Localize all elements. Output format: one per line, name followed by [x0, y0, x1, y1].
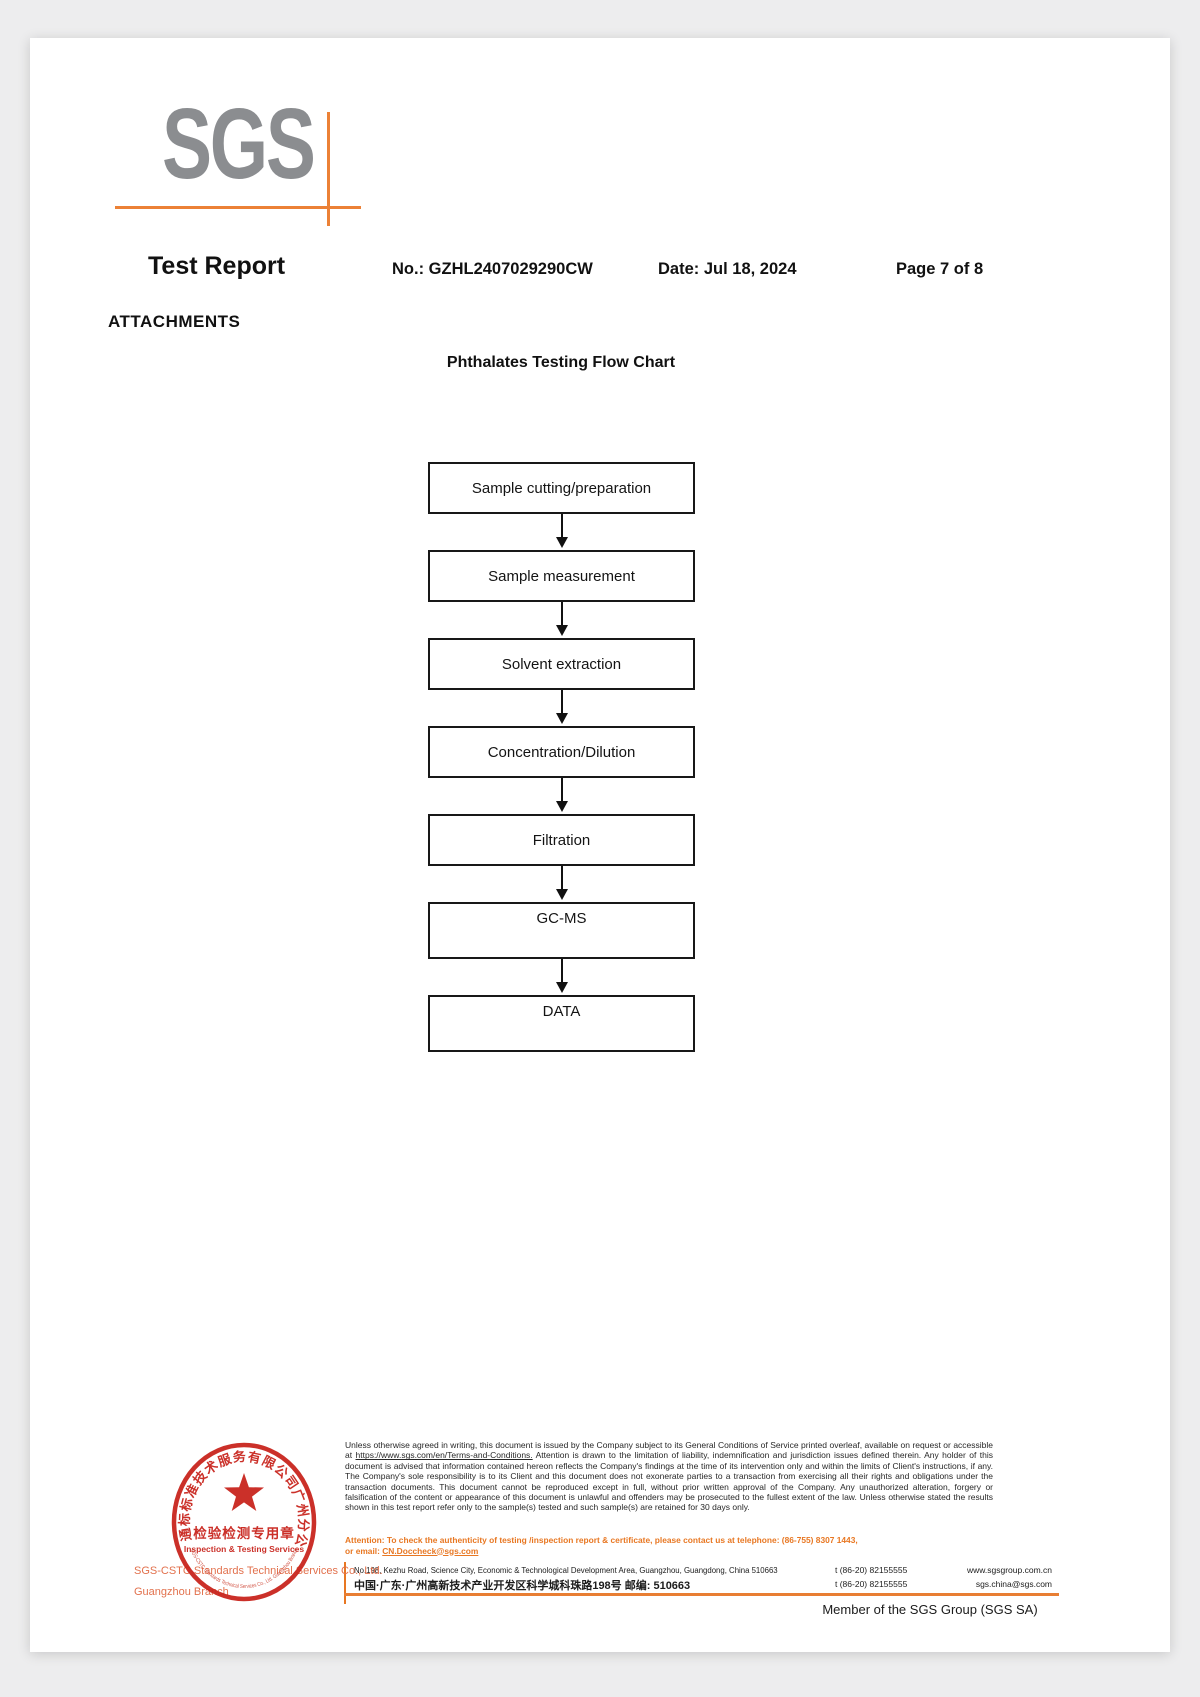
flow-step-label: Concentration/Dilution	[487, 743, 636, 761]
flow-step-box: GC-MS	[428, 902, 695, 959]
flow-step-box: Sample cutting/preparation	[428, 462, 695, 514]
sgs-group-member-line: Member of the SGS Group (SGS SA)	[822, 1602, 1038, 1617]
company-address-block: No.198, Kezhu Road, Science City, Econom…	[350, 1564, 1090, 1596]
flow-step-label: Solvent extraction	[501, 655, 622, 673]
attachments-heading: ATTACHMENTS	[108, 312, 241, 331]
phone-number-1: t (86-20) 82155555	[835, 1565, 908, 1575]
stamp-purpose-text-en: Inspection & Testing Services	[184, 1544, 305, 1554]
flow-step-box: Filtration	[428, 814, 695, 866]
stamp-star-icon	[224, 1473, 264, 1511]
flow-step-label: Sample cutting/preparation	[471, 479, 652, 497]
attention-email-prefix: or email:	[345, 1545, 383, 1556]
flow-step-label: GC-MS	[536, 910, 587, 927]
address-chinese: 中国·广东·广州高新技术产业开发区科学城科珠路198号 邮编: 510663	[354, 1580, 691, 1592]
flow-arrow-down-icon	[428, 778, 695, 814]
stamp-ring	[171, 1442, 317, 1602]
address-english: No.198, Kezhu Road, Science City, Econom…	[354, 1566, 778, 1575]
flow-arrow-down-icon	[428, 959, 695, 995]
terms-and-conditions-link[interactable]: https://www.sgs.com/en/Terms-and-Conditi…	[355, 1450, 533, 1461]
report-page-sheet: SGS Test Report No.: GZHL2407029290CW Da…	[30, 38, 1170, 1652]
company-name-line: SGS-CSTC Standards Technical Services Co…	[134, 1565, 383, 1577]
doccheck-email-link[interactable]: CN.Doccheck@sgs.com	[382, 1545, 479, 1556]
flow-step-box: Sample measurement	[428, 550, 695, 602]
flow-arrow-down-icon	[428, 866, 695, 902]
flow-arrow-down-icon	[428, 514, 695, 550]
company-email: sgs.china@sgs.com	[975, 1579, 1052, 1589]
address-left-tick	[344, 1562, 346, 1604]
attention-line-1: Attention: To check the authenticity of …	[345, 1535, 858, 1545]
logo-horizontal-accent-line	[115, 206, 361, 209]
flow-step-label: DATA	[542, 1003, 581, 1020]
flow-step-box: DATA	[428, 995, 695, 1052]
stamp-purpose-text-cn: 检验检测专用章	[193, 1525, 295, 1541]
flow-step-label: Filtration	[532, 831, 591, 849]
flow-step-box: Concentration/Dilution	[428, 726, 695, 778]
phone-number-2: t (86-20) 82155555	[835, 1579, 908, 1589]
authenticity-attention-note: Attention: To check the authenticity of …	[345, 1535, 1005, 1556]
flow-step-label: Sample measurement	[488, 567, 635, 585]
sgs-logo: SGS	[162, 88, 316, 200]
footer-accent-rule	[344, 1593, 1059, 1596]
logo-vertical-accent-line	[327, 112, 330, 226]
page-indicator: Page 7 of 8	[896, 260, 984, 278]
company-website: www.sgsgroup.com.cn	[966, 1565, 1052, 1575]
attention-line-2: or email: CN.Doccheck@sgs.com	[345, 1546, 1005, 1557]
company-branch-line: Guangzhou Branch	[134, 1586, 229, 1598]
flow-arrow-down-icon	[428, 690, 695, 726]
report-date: Date: Jul 18, 2024	[658, 260, 797, 278]
legal-text-after: Attention is drawn to the limitation of …	[345, 1450, 993, 1513]
flow-arrow-down-icon	[428, 602, 695, 638]
flow-step-box: Solvent extraction	[428, 638, 695, 690]
legal-text-before: Unless otherwise agreed in writing, this…	[345, 1440, 993, 1461]
report-title: Test Report	[148, 252, 286, 280]
report-number: No.: GZHL2407029290CW	[392, 260, 593, 278]
inspection-testing-stamp: 通标标准技术服务有限公司广州分公司 检验检测专用章 Inspection & T…	[162, 1430, 317, 1602]
legal-disclaimer-paragraph: Unless otherwise agreed in writing, this…	[345, 1440, 993, 1513]
flow-chart-title: Phthalates Testing Flow Chart	[446, 354, 676, 371]
